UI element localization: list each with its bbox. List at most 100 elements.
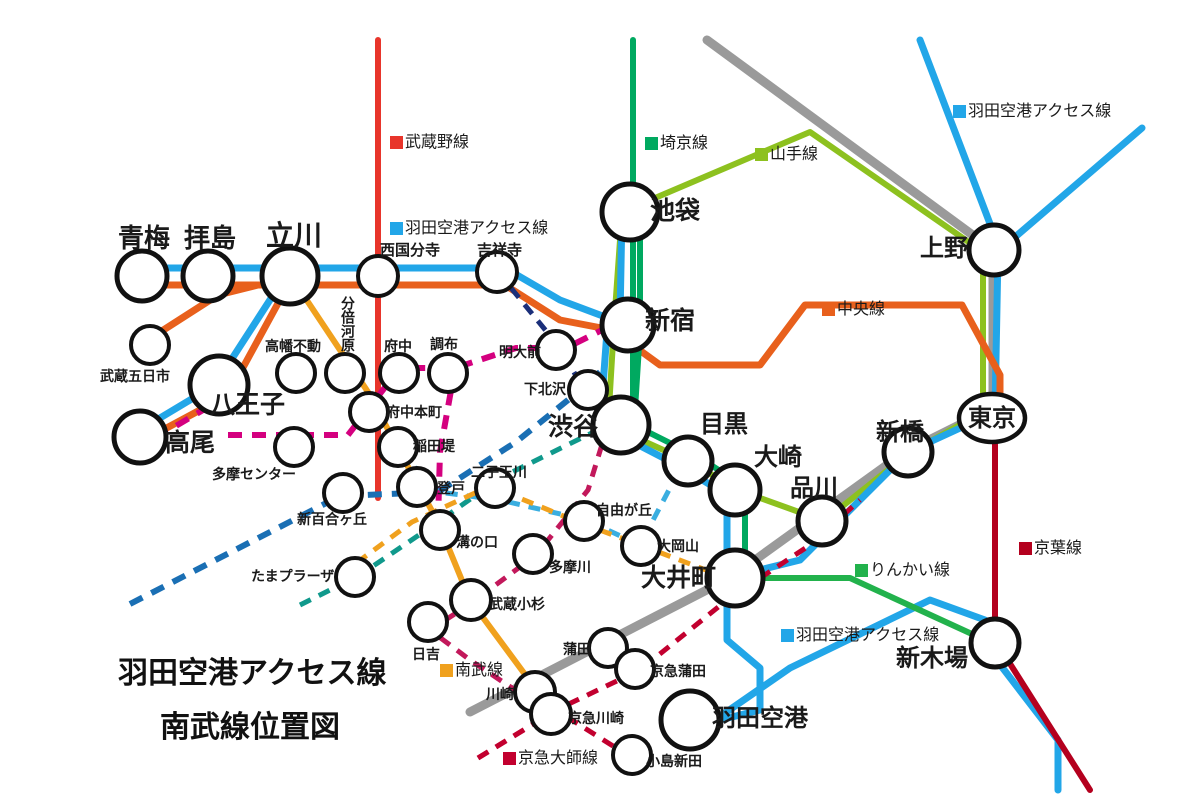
legend-label-musashino-legend: 武蔵野線 xyxy=(405,132,470,151)
legend-swatch-keiyo-legend xyxy=(1019,542,1032,555)
stations-layer: 東京 xyxy=(111,181,1028,776)
station-circle-tokyo xyxy=(956,391,1028,445)
legend-swatch-haneda-access-legend-ne xyxy=(953,105,966,118)
rail-line-odakyu-line xyxy=(128,369,602,607)
rail-line-keio-sagamihara xyxy=(435,367,458,523)
station-circle-hachioji xyxy=(187,353,251,417)
station-marker-shinagawa[interactable] xyxy=(795,494,849,548)
station-circle-fuchu xyxy=(378,352,420,394)
legend-swatch-musashino-legend xyxy=(390,136,403,149)
legend-swatch-chuo-legend xyxy=(822,303,835,316)
station-marker-chofu[interactable] xyxy=(427,352,469,394)
station-marker-keikyu-kamata[interactable] xyxy=(614,648,656,690)
rail-line-rinkai-line xyxy=(742,575,988,643)
station-circle-inadazutsumi xyxy=(377,426,419,468)
station-marker-meguro[interactable] xyxy=(661,434,715,488)
station-circle-takahata-fudo xyxy=(275,352,317,394)
rail-line-yamanote-ikebukuro-ueno xyxy=(619,129,986,415)
station-marker-jiyugaoka[interactable] xyxy=(563,500,605,542)
legend-swatch-yamanote-legend xyxy=(755,148,768,161)
station-marker-ome[interactable] xyxy=(114,248,170,304)
station-marker-oimachi[interactable] xyxy=(704,547,766,609)
station-marker-musashi-kosugi[interactable] xyxy=(449,578,493,622)
station-marker-noborito[interactable] xyxy=(396,466,438,508)
station-circle-ikebukuro xyxy=(599,181,661,243)
station-circle-nishi-kokubunji xyxy=(356,254,400,298)
station-circle-shin-yurigaoka xyxy=(322,472,364,514)
station-circle-tama-center xyxy=(273,426,315,468)
station-marker-ikebukuro[interactable] xyxy=(599,181,661,243)
station-circle-futakotamagawa xyxy=(474,467,516,509)
station-marker-ueno[interactable] xyxy=(966,222,1022,278)
station-marker-haneda-airport[interactable] xyxy=(658,688,722,752)
station-marker-ookayama[interactable] xyxy=(620,525,662,567)
station-circle-musashi-kosugi xyxy=(449,578,493,622)
station-circle-fuchu-hommachi xyxy=(348,391,390,433)
station-marker-mizonokuchi[interactable] xyxy=(419,509,461,551)
station-circle-oimachi xyxy=(704,547,766,609)
station-marker-nishi-kokubunji[interactable] xyxy=(356,254,400,298)
station-marker-tachikawa[interactable] xyxy=(259,245,321,307)
station-marker-shimbashi[interactable] xyxy=(881,425,935,479)
station-marker-osaki[interactable] xyxy=(707,462,763,518)
station-circle-shinagawa xyxy=(795,494,849,548)
station-marker-kojima-shinden[interactable] xyxy=(611,734,653,776)
station-marker-haijima[interactable] xyxy=(180,248,236,304)
station-marker-futakotamagawa[interactable] xyxy=(474,467,516,509)
station-marker-shinjuku[interactable] xyxy=(599,296,657,354)
station-marker-shimokitazawa[interactable] xyxy=(567,369,609,411)
station-label-tokyo: 東京 xyxy=(968,404,1016,432)
legend-swatch-haneda-access-legend-west xyxy=(390,222,403,235)
station-circle-bubaigawara xyxy=(324,352,366,394)
station-circle-keikyu-kawasaki xyxy=(529,692,573,736)
legend-label-keiyo-legend: 京葉線 xyxy=(1034,538,1083,557)
station-marker-tamagawa[interactable] xyxy=(512,533,554,575)
legend-label-chuo-legend: 中央線 xyxy=(837,299,886,318)
station-marker-inadazutsumi[interactable] xyxy=(377,426,419,468)
rail-line-chuo-line-east xyxy=(608,301,1004,416)
legend-swatch-keikyu-daishi-legend xyxy=(503,752,516,765)
station-marker-tama-center[interactable] xyxy=(273,426,315,468)
station-marker-meidaimae[interactable] xyxy=(535,329,577,371)
legend-label-haneda-access-legend-west: 羽田空港アクセス線 xyxy=(405,218,549,237)
station-marker-musashi-itsukaichi[interactable] xyxy=(129,324,171,366)
rail-line-haneda-access-ueno-ne xyxy=(996,124,1146,254)
station-marker-shin-yurigaoka[interactable] xyxy=(322,472,364,514)
station-circle-kojima-shinden xyxy=(611,734,653,776)
station-marker-shinkiba[interactable] xyxy=(968,616,1022,670)
station-circle-tamagawa xyxy=(512,533,554,575)
station-marker-fuchu-hommachi[interactable] xyxy=(348,391,390,433)
legend-label-rinkai-legend: りんかい線 xyxy=(870,560,951,579)
station-marker-tama-plaza[interactable] xyxy=(334,556,376,598)
station-marker-takahata-fudo[interactable] xyxy=(275,352,317,394)
station-circle-chofu xyxy=(427,352,469,394)
station-circle-osaki xyxy=(707,462,763,518)
station-marker-hachioji[interactable] xyxy=(187,353,251,417)
station-circle-shimokitazawa xyxy=(567,369,609,411)
legend-label-haneda-access-legend-ne: 羽田空港アクセス線 xyxy=(968,101,1112,120)
station-marker-fuchu[interactable] xyxy=(378,352,420,394)
station-circle-mizonokuchi xyxy=(419,509,461,551)
rail-line-haneda-access-oimachi-haneda xyxy=(708,574,764,726)
rail-line-haneda-access-ueno-nw xyxy=(916,36,1004,254)
station-marker-keikyu-kawasaki[interactable] xyxy=(529,692,573,736)
station-circle-shinjuku xyxy=(599,296,657,354)
map-title-line2: 南武線位置図 xyxy=(160,710,340,745)
station-marker-bubaigawara[interactable] xyxy=(324,352,366,394)
legend-label-saikyo-legend: 埼京線 xyxy=(660,133,709,152)
station-marker-tokyo[interactable]: 東京 xyxy=(956,391,1028,445)
station-marker-hiyoshi[interactable] xyxy=(407,601,449,643)
station-circle-shibuya xyxy=(590,394,652,456)
rail-line-tokyu-oimachi-line xyxy=(338,483,728,581)
station-marker-kichijoji[interactable] xyxy=(475,250,519,294)
station-circle-hiyoshi xyxy=(407,601,449,643)
station-marker-takao[interactable] xyxy=(111,408,169,466)
legend-swatch-saikyo-legend xyxy=(645,137,658,150)
station-circle-kichijoji xyxy=(475,250,519,294)
station-circle-ookayama xyxy=(620,525,662,567)
legend-label-nambu-legend: 南武線 xyxy=(455,660,504,679)
station-marker-shibuya[interactable] xyxy=(590,394,652,456)
station-circle-tama-plaza xyxy=(334,556,376,598)
map-title-line1: 羽田空港アクセス線 xyxy=(118,656,387,691)
